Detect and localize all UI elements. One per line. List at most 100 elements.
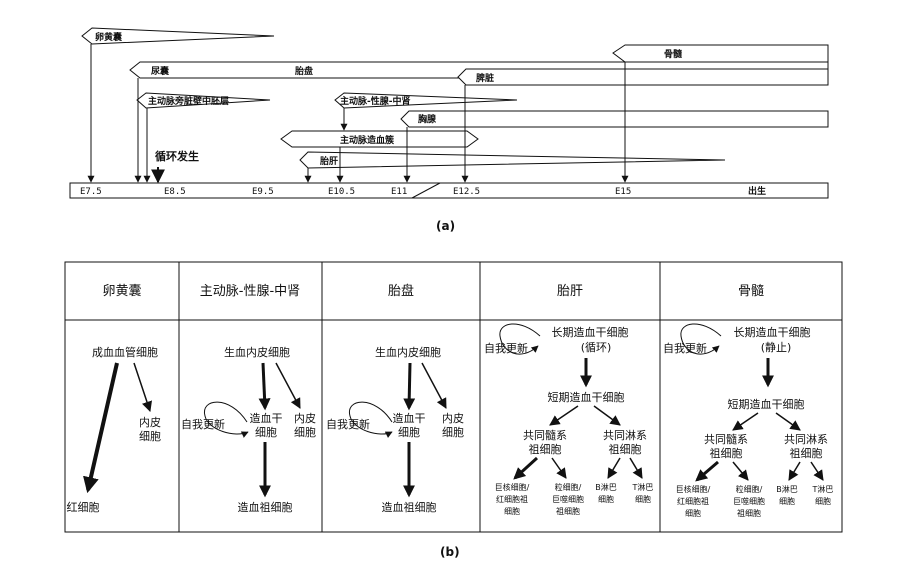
bar-spleen <box>457 68 829 86</box>
liver-self-renew-loop <box>499 323 541 355</box>
panel-b-table <box>64 261 843 533</box>
label-aorta-clusters: 主动脉造血簇 <box>340 134 395 146</box>
liver-t-2: 细胞 <box>635 494 651 504</box>
bar-para-aortic <box>136 92 271 109</box>
yolk-arrow-thin <box>133 362 152 412</box>
header-placenta: 胎盘 <box>388 283 414 299</box>
col-fetal-liver: 自我更新 长期造血干细胞 (循环) 短期造血干细胞 共同髓系 祖细胞 共同淋系 … <box>484 323 654 516</box>
liver-st-hsc: 短期造血干细胞 <box>548 390 625 404</box>
marrow-clp-1: 共同淋系 <box>784 433 828 446</box>
header-fetal-liver: 胎肝 <box>557 284 583 299</box>
label-para-aortic: 主动脉旁脏壁中胚层 <box>148 95 229 107</box>
placenta-hemogenic: 生血内皮细胞 <box>375 345 441 359</box>
timeline-box <box>69 182 829 199</box>
liver-clp-1: 共同淋系 <box>603 429 647 442</box>
liver-mep-2: 红细胞祖 <box>496 494 528 504</box>
header-bone-marrow: 骨髓 <box>738 284 764 299</box>
label-agm: 主动脉-性腺-中肾 <box>340 95 410 107</box>
col-bone-marrow: 自我更新 长期造血干细胞 (静止) 短期造血干细胞 共同髓系 祖细胞 共同淋系 … <box>663 323 834 518</box>
marrow-arrow-gmp <box>732 461 749 481</box>
marrow-t-1: T淋巴 <box>812 484 834 494</box>
label-yolk-sac: 卵黄囊 <box>95 31 123 43</box>
marrow-b-2: 细胞 <box>779 496 795 506</box>
marrow-arrow-t <box>810 461 824 481</box>
placenta-endo-2: 细胞 <box>442 426 464 439</box>
liver-lt-hsc: 长期造血干细胞 <box>552 325 629 339</box>
tick-e85: E8.5 <box>164 187 186 197</box>
liver-cmp-1: 共同髓系 <box>523 429 567 442</box>
label-fetal-liver: 胎肝 <box>319 155 338 167</box>
marrow-arrow-mep <box>695 460 719 482</box>
marrow-cmp-2: 祖细胞 <box>710 446 743 460</box>
marrow-arrow-cmp <box>732 412 759 431</box>
placenta-self-renew-loop <box>349 401 393 438</box>
liver-cmp-2: 祖细胞 <box>529 442 562 456</box>
placenta-hsc-1: 造血干 <box>393 411 426 425</box>
marrow-gmp-2: 巨噬细胞 <box>733 496 765 506</box>
col-yolk-sac: 成血血管细胞 内皮 细胞 红细胞 <box>67 345 162 514</box>
liver-arrow-b <box>607 457 621 479</box>
col-placenta: 生血内皮细胞 自我更新 造血干 细胞 内皮 细胞 造血祖细胞 <box>326 345 464 514</box>
label-thymus: 胸腺 <box>418 113 437 125</box>
marrow-mep-1: 巨核细胞/ <box>676 484 711 494</box>
label-circulation: 循环发生 <box>155 149 199 163</box>
tick-birth: 出生 <box>748 185 766 197</box>
marrow-gmp-1: 粒细胞/ <box>736 484 763 494</box>
liver-clp-2: 祖细胞 <box>609 442 642 456</box>
agm-endo-1: 内皮 <box>294 411 316 425</box>
marrow-lt-state: (静止) <box>761 340 792 354</box>
liver-arrow-mep <box>513 456 539 480</box>
label-spleen: 脾脏 <box>475 72 494 84</box>
panel-a-arrows <box>87 44 629 184</box>
bar-bone-marrow <box>612 44 829 63</box>
timeline-break <box>411 182 441 199</box>
liver-arrow-gmp <box>551 457 567 479</box>
agm-hemogenic: 生血内皮细胞 <box>224 345 290 359</box>
liver-arrow-cmp <box>549 405 579 426</box>
yolk-arrow-thick <box>83 362 119 494</box>
placenta-arrow-endo <box>421 362 447 409</box>
header-yolk-sac: 卵黄囊 <box>102 283 141 299</box>
header-agm: 主动脉-性腺-中肾 <box>200 284 300 299</box>
panel-b-headers: 卵黄囊 主动脉-性腺-中肾 胎盘 胎肝 骨髓 <box>102 283 764 299</box>
tick-e95: E9.5 <box>252 187 274 197</box>
marrow-clp-2: 祖细胞 <box>790 446 823 460</box>
yolk-hemangioblast: 成血血管细胞 <box>92 345 158 359</box>
marrow-gmp-3: 祖细胞 <box>737 508 761 518</box>
placenta-progenitor: 造血祖细胞 <box>382 500 437 514</box>
yolk-endothelial-2: 细胞 <box>139 430 161 443</box>
agm-self-renew-loop <box>204 401 249 438</box>
marrow-arrow-clp <box>775 412 801 431</box>
liver-mep-3: 细胞 <box>504 506 520 516</box>
liver-b-2: 细胞 <box>598 494 614 504</box>
marrow-cmp-1: 共同髓系 <box>704 433 748 446</box>
yolk-erythrocyte: 红细胞 <box>67 501 100 514</box>
caption-b: (b) <box>440 545 460 559</box>
marrow-b-1: B淋巴 <box>776 484 798 494</box>
bar-thymus <box>400 110 829 128</box>
liver-gmp-1: 粒细胞/ <box>555 482 582 492</box>
placenta-hsc-2: 细胞 <box>398 426 420 439</box>
agm-arrow-main <box>258 362 271 411</box>
marrow-self-renew: 自我更新 <box>663 341 707 355</box>
label-placenta: 胎盘 <box>294 65 313 77</box>
caption-a: (a) <box>436 219 455 233</box>
marrow-lt-hsc: 长期造血干细胞 <box>734 325 811 339</box>
liver-lt-state: (循环) <box>581 341 612 354</box>
placenta-endo-1: 内皮 <box>442 411 464 425</box>
agm-endo-2: 细胞 <box>294 426 316 439</box>
marrow-t-2: 细胞 <box>815 496 831 506</box>
col-agm: 生血内皮细胞 自我更新 造血干 细胞 内皮 细胞 造血祖细胞 <box>181 345 316 514</box>
marrow-mep-3: 细胞 <box>685 508 701 518</box>
bar-aorta-clusters <box>280 130 479 148</box>
bar-yolk-sac <box>81 27 275 45</box>
tick-e11: E11 <box>391 187 407 197</box>
liver-b-1: B淋巴 <box>595 482 617 492</box>
marrow-mep-2: 红细胞祖 <box>677 496 709 506</box>
yolk-endothelial-1: 内皮 <box>139 415 161 429</box>
tick-e105: E10.5 <box>328 187 355 197</box>
agm-hsc-2: 细胞 <box>255 426 277 439</box>
tick-e75: E7.5 <box>80 187 102 197</box>
liver-t-1: T淋巴 <box>632 482 654 492</box>
